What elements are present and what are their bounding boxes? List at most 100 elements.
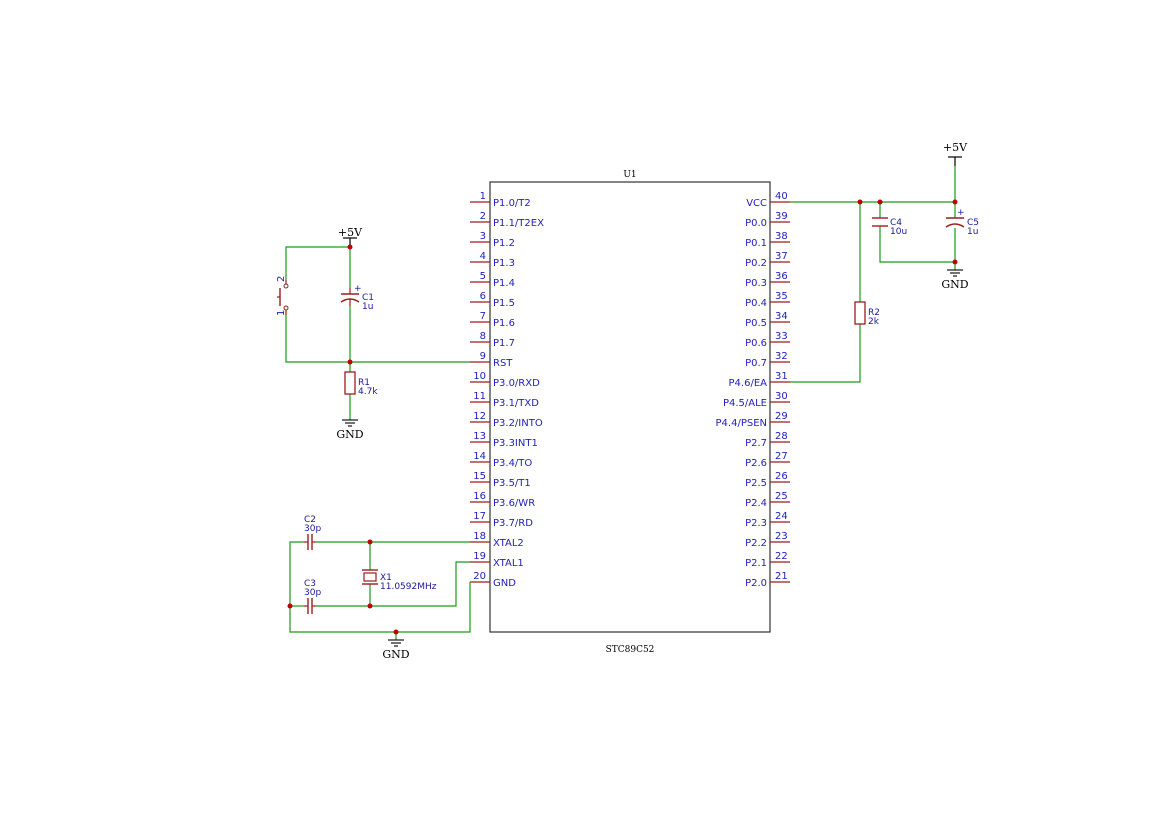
resistor-r2: R2 2k xyxy=(854,301,880,327)
pin-number: 23 xyxy=(775,531,788,542)
pin-label: P0.1 xyxy=(745,238,767,249)
pin-number: 8 xyxy=(480,331,486,342)
c4-ref: C4 xyxy=(890,218,902,228)
pin-label: P0.4 xyxy=(745,298,767,309)
wire-xtal1-net xyxy=(316,561,470,607)
chip-body xyxy=(489,181,771,633)
pin-number: 27 xyxy=(775,451,788,462)
c4-value: 10u xyxy=(890,227,907,237)
junction xyxy=(857,199,863,205)
crystal-circuit: C2 30p C3 30p X1 11.0592MHz GND xyxy=(287,515,471,661)
power-ea-circuit: +5V R2 2k C4 10u + C5 1u GND xyxy=(790,141,979,383)
crystal-x1: X1 11.0592MHz xyxy=(362,569,437,592)
pin-label: P3.6/WR xyxy=(493,498,535,509)
gnd-label-reset: GND xyxy=(336,428,363,441)
c2-ref: C2 xyxy=(304,515,316,525)
c3-value: 30p xyxy=(304,588,321,598)
junction xyxy=(367,603,373,609)
vcc-symbol-right: +5V xyxy=(943,141,968,166)
pin-label: P2.0 xyxy=(745,578,767,589)
gnd-symbol-right: GND xyxy=(941,269,969,291)
pin-number: 7 xyxy=(480,311,486,322)
pin-number: 11 xyxy=(473,391,486,402)
junction xyxy=(347,359,353,365)
switch-pin2: 2 xyxy=(276,276,287,282)
pin-number: 32 xyxy=(775,351,788,362)
chip-pin: 5P1.4 xyxy=(470,271,515,289)
pin-number: 37 xyxy=(775,251,788,262)
capacitor-c5: + C5 1u xyxy=(945,208,979,237)
pin-label: P0.7 xyxy=(745,358,767,369)
pin-label: P0.6 xyxy=(745,338,767,349)
chip-ref: U1 xyxy=(623,170,636,180)
pin-label: RST xyxy=(493,358,513,369)
pin-label: P3.4/TO xyxy=(493,458,532,469)
pin-number: 26 xyxy=(775,471,788,482)
pin-label: P0.2 xyxy=(745,258,767,269)
pin-label: P2.2 xyxy=(745,538,767,549)
junction xyxy=(367,539,373,545)
pin-label: P1.0/T2 xyxy=(493,198,531,209)
pin-number: 5 xyxy=(480,271,486,282)
r2-value: 2k xyxy=(868,317,880,327)
capacitor-c3: C3 30p xyxy=(304,579,321,614)
pin-label: XTAL2 xyxy=(493,538,524,549)
chip-pin: 6P1.5 xyxy=(470,291,515,309)
pin-number: 19 xyxy=(473,551,486,562)
pin-number: 21 xyxy=(775,571,788,582)
pin-label: VCC xyxy=(746,198,767,209)
pin-label: P2.3 xyxy=(745,518,767,529)
pin-number: 3 xyxy=(480,231,486,242)
gnd-symbol-reset: GND xyxy=(336,419,364,441)
r1-value: 4.7k xyxy=(358,387,378,397)
pin-number: 6 xyxy=(480,291,486,302)
pin-number: 40 xyxy=(775,191,788,202)
c5-ref: C5 xyxy=(967,218,979,228)
c3-ref: C3 xyxy=(304,579,316,589)
x1-ref: X1 xyxy=(380,573,392,583)
pin-label: P1.4 xyxy=(493,278,515,289)
pin-number: 14 xyxy=(473,451,486,462)
pin-number: 4 xyxy=(480,251,486,262)
chip-pin: 7P1.6 xyxy=(470,311,515,329)
wire-vcc-to-switch xyxy=(285,246,350,280)
c5-plus: + xyxy=(957,208,965,218)
pin-label: P3.5/T1 xyxy=(493,478,531,489)
pin-label: P4.6/EA xyxy=(729,378,768,389)
chip-pin: 1P1.0/T2 xyxy=(470,191,531,209)
capacitor-c4: C4 10u xyxy=(872,217,907,237)
wire-r2-to-ea xyxy=(790,324,861,383)
resistor-r1: R1 4.7k xyxy=(344,371,378,397)
pin-number: 24 xyxy=(775,511,788,522)
chip-part-name: STC89C52 xyxy=(606,645,655,655)
chip-left-pins: 1P1.0/T22P1.1/T2EX3P1.24P1.35P1.46P1.57P… xyxy=(470,191,544,589)
pin-number: 33 xyxy=(775,331,788,342)
c2-value: 30p xyxy=(304,524,321,534)
pin-label: P4.5/ALE xyxy=(723,398,767,409)
pin-label: P3.2/INTO xyxy=(493,418,543,429)
pin-number: 36 xyxy=(775,271,788,282)
